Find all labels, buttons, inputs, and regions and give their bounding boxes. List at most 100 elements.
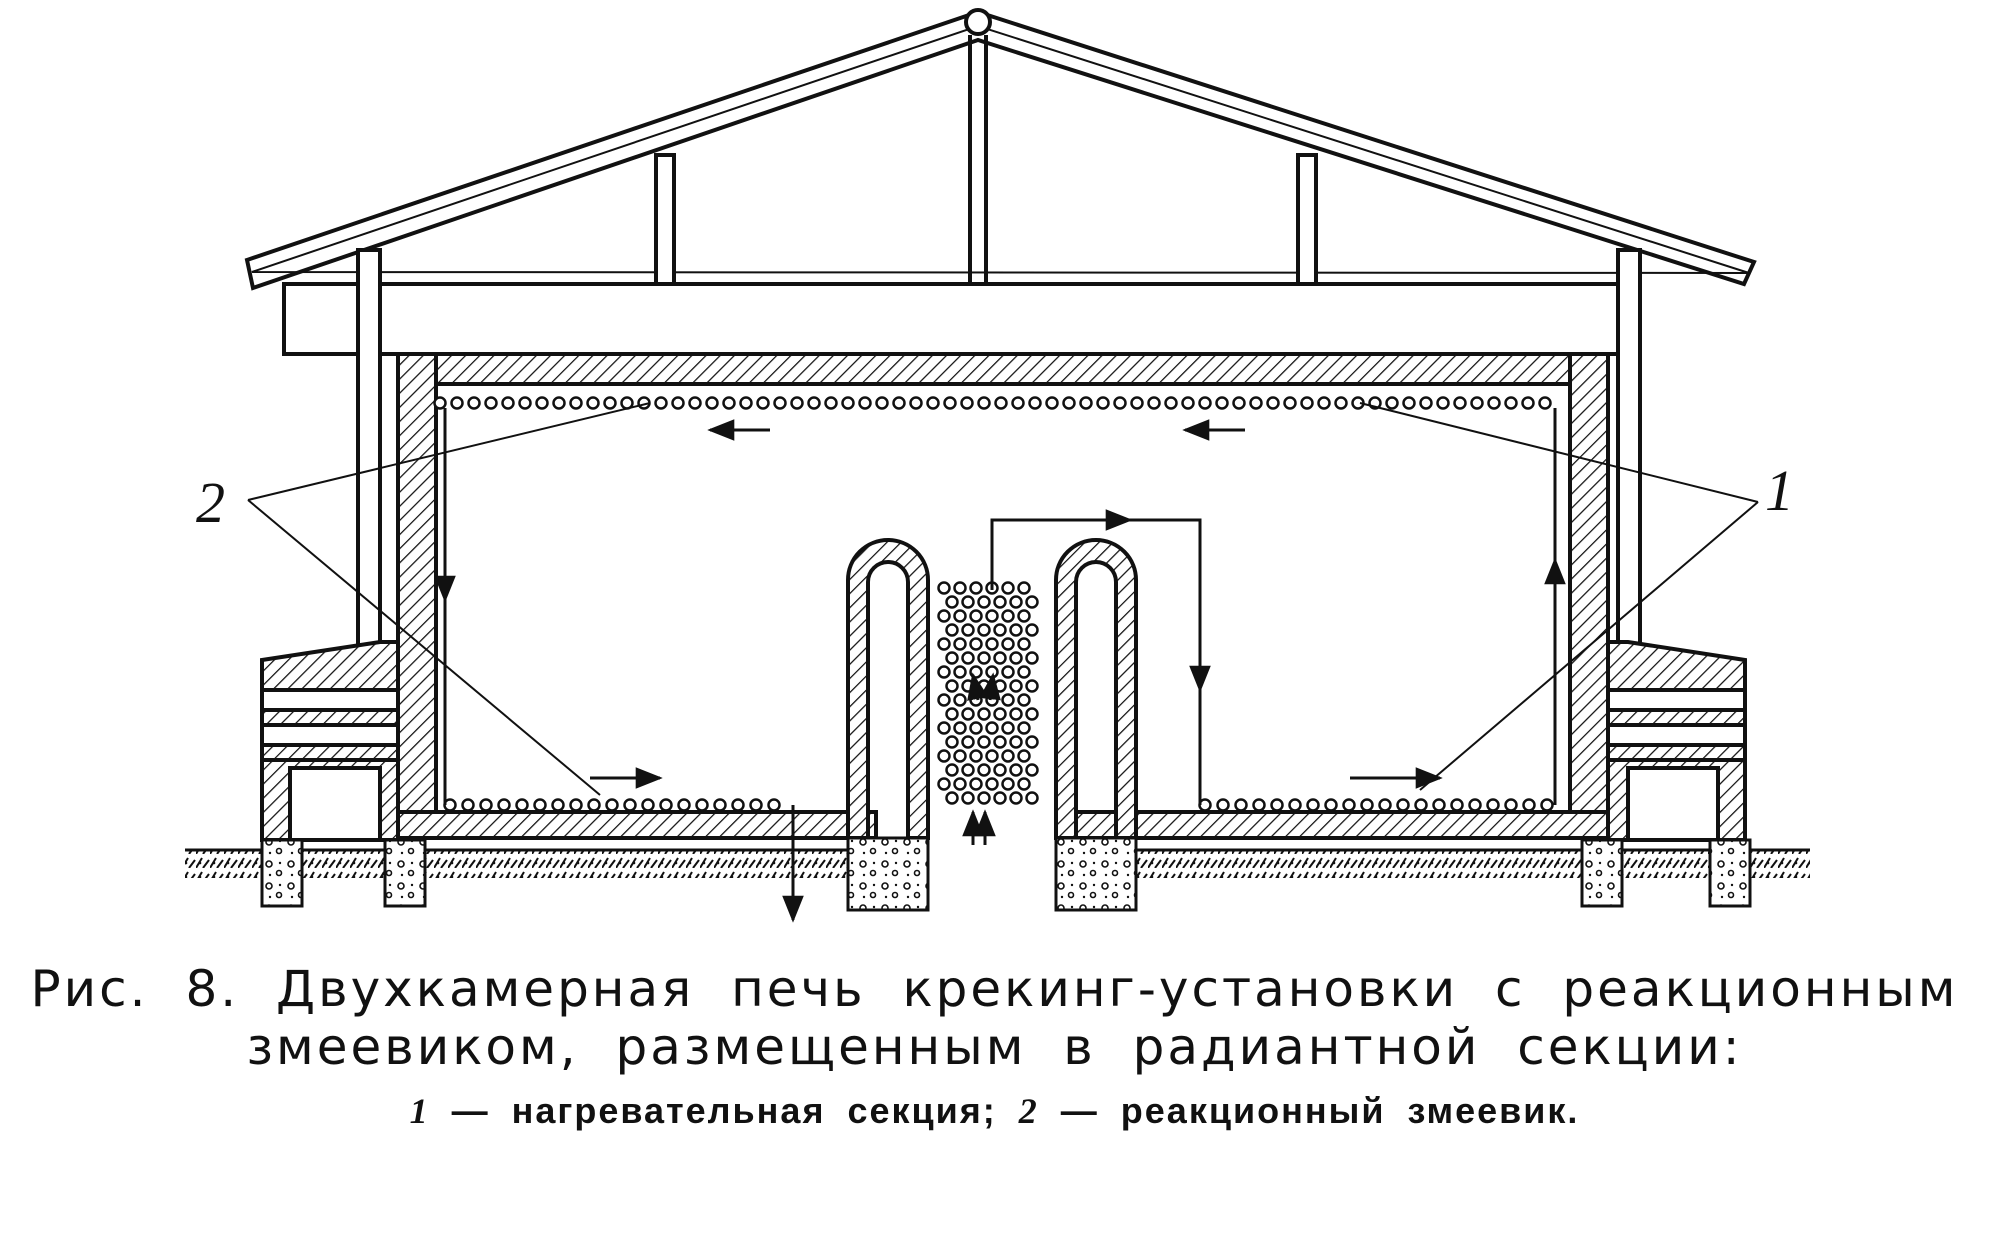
convection-tube (1001, 749, 1015, 763)
furnace-diagram: 2 1 (185, 8, 1810, 923)
ceiling-tube (1113, 396, 1127, 410)
floor-right-tube (1396, 798, 1410, 812)
ceiling-tube (518, 396, 532, 410)
convection-tube (993, 707, 1007, 721)
convection-tube (993, 735, 1007, 749)
convection-tube (937, 581, 951, 595)
convection-tube (969, 777, 983, 791)
coil-tubes (433, 396, 1554, 812)
convection-tube (1009, 735, 1023, 749)
ceiling-tube (841, 396, 855, 410)
floor-right-tube (1216, 798, 1230, 812)
ceiling-tube (1096, 396, 1110, 410)
convection-tube (953, 581, 967, 595)
ceiling-tube (807, 396, 821, 410)
convection-tube (1009, 651, 1023, 665)
floor-left-tube (587, 798, 601, 812)
convection-tube (977, 623, 991, 637)
ceiling-tube (1470, 396, 1484, 410)
ceiling-tube (1538, 396, 1552, 410)
convection-tube (977, 791, 991, 805)
convection-tube (1025, 679, 1039, 693)
floor-right-tube (1360, 798, 1374, 812)
legend-2-number: 2 (1018, 1091, 1039, 1131)
convection-tube (1017, 693, 1031, 707)
convection-tube (961, 763, 975, 777)
floor-right-tube (1504, 798, 1518, 812)
convection-tube (969, 749, 983, 763)
ceiling-tube (1011, 396, 1025, 410)
ceiling-tube (603, 396, 617, 410)
convection-tube (1025, 623, 1039, 637)
convection-tube (1009, 595, 1023, 609)
convection-tube (985, 609, 999, 623)
floor-right-tube (1324, 798, 1338, 812)
convection-tube (993, 679, 1007, 693)
ceiling-tube (892, 396, 906, 410)
convection-tube (945, 763, 959, 777)
floor-right-tube (1234, 798, 1248, 812)
ceiling-tube (926, 396, 940, 410)
ceiling-tube (858, 396, 872, 410)
ceiling-tube (722, 396, 736, 410)
floor-right-tube (1378, 798, 1392, 812)
convection-tube (977, 735, 991, 749)
convection-tube (1001, 777, 1015, 791)
floor-left-tube (605, 798, 619, 812)
convection-tube (953, 749, 967, 763)
convection-tube (1017, 749, 1031, 763)
ceiling-tube (1249, 396, 1263, 410)
convection-tube (993, 595, 1007, 609)
convection-tube (993, 623, 1007, 637)
convection-tube (945, 623, 959, 637)
flow-lines (434, 408, 1566, 923)
ceiling-tube (994, 396, 1008, 410)
convection-tube (1009, 763, 1023, 777)
convection-tube (1009, 679, 1023, 693)
ceiling-tube (433, 396, 447, 410)
ceiling-tube (1232, 396, 1246, 410)
convection-tube (1009, 707, 1023, 721)
convection-tube (1025, 595, 1039, 609)
ceiling-tube (739, 396, 753, 410)
floor-left-tube (749, 798, 763, 812)
convection-tube (1001, 665, 1015, 679)
convection-tube (961, 595, 975, 609)
convection-tube (1025, 763, 1039, 777)
ceiling-tube (1436, 396, 1450, 410)
building-columns (356, 248, 1642, 652)
convection-tube (1025, 791, 1039, 805)
ceiling-tube (756, 396, 770, 410)
ceiling-tube (654, 396, 668, 410)
ceiling-tube (1402, 396, 1416, 410)
convection-tube (1017, 581, 1031, 595)
roof (244, 8, 1757, 356)
ceiling-tube (1300, 396, 1314, 410)
convection-tube (985, 693, 999, 707)
convection-tube (1001, 721, 1015, 735)
convection-tube (1017, 721, 1031, 735)
floor-left-tube (677, 798, 691, 812)
ceiling-tube (535, 396, 549, 410)
ceiling-tube (671, 396, 685, 410)
ceiling-tube (1385, 396, 1399, 410)
ceiling-tube (1198, 396, 1212, 410)
floor-right-tube (1342, 798, 1356, 812)
convection-tube (969, 637, 983, 651)
ceiling-tube (1062, 396, 1076, 410)
convection-tube (937, 749, 951, 763)
floor-left-tube (569, 798, 583, 812)
ceiling-tube (1334, 396, 1348, 410)
ceiling-tube (824, 396, 838, 410)
convection-tube (1017, 609, 1031, 623)
floor-right-tube (1306, 798, 1320, 812)
convection-tube (945, 651, 959, 665)
floor-left-tube (551, 798, 565, 812)
convection-tube (1001, 693, 1015, 707)
convection-tube (937, 665, 951, 679)
floor-right-tube (1414, 798, 1428, 812)
legend-2-text: — реакционный змеевик. (1038, 1090, 1580, 1131)
convection-tube (1009, 791, 1023, 805)
legend-1-number: 1 (409, 1091, 430, 1131)
convection-tube (1025, 651, 1039, 665)
